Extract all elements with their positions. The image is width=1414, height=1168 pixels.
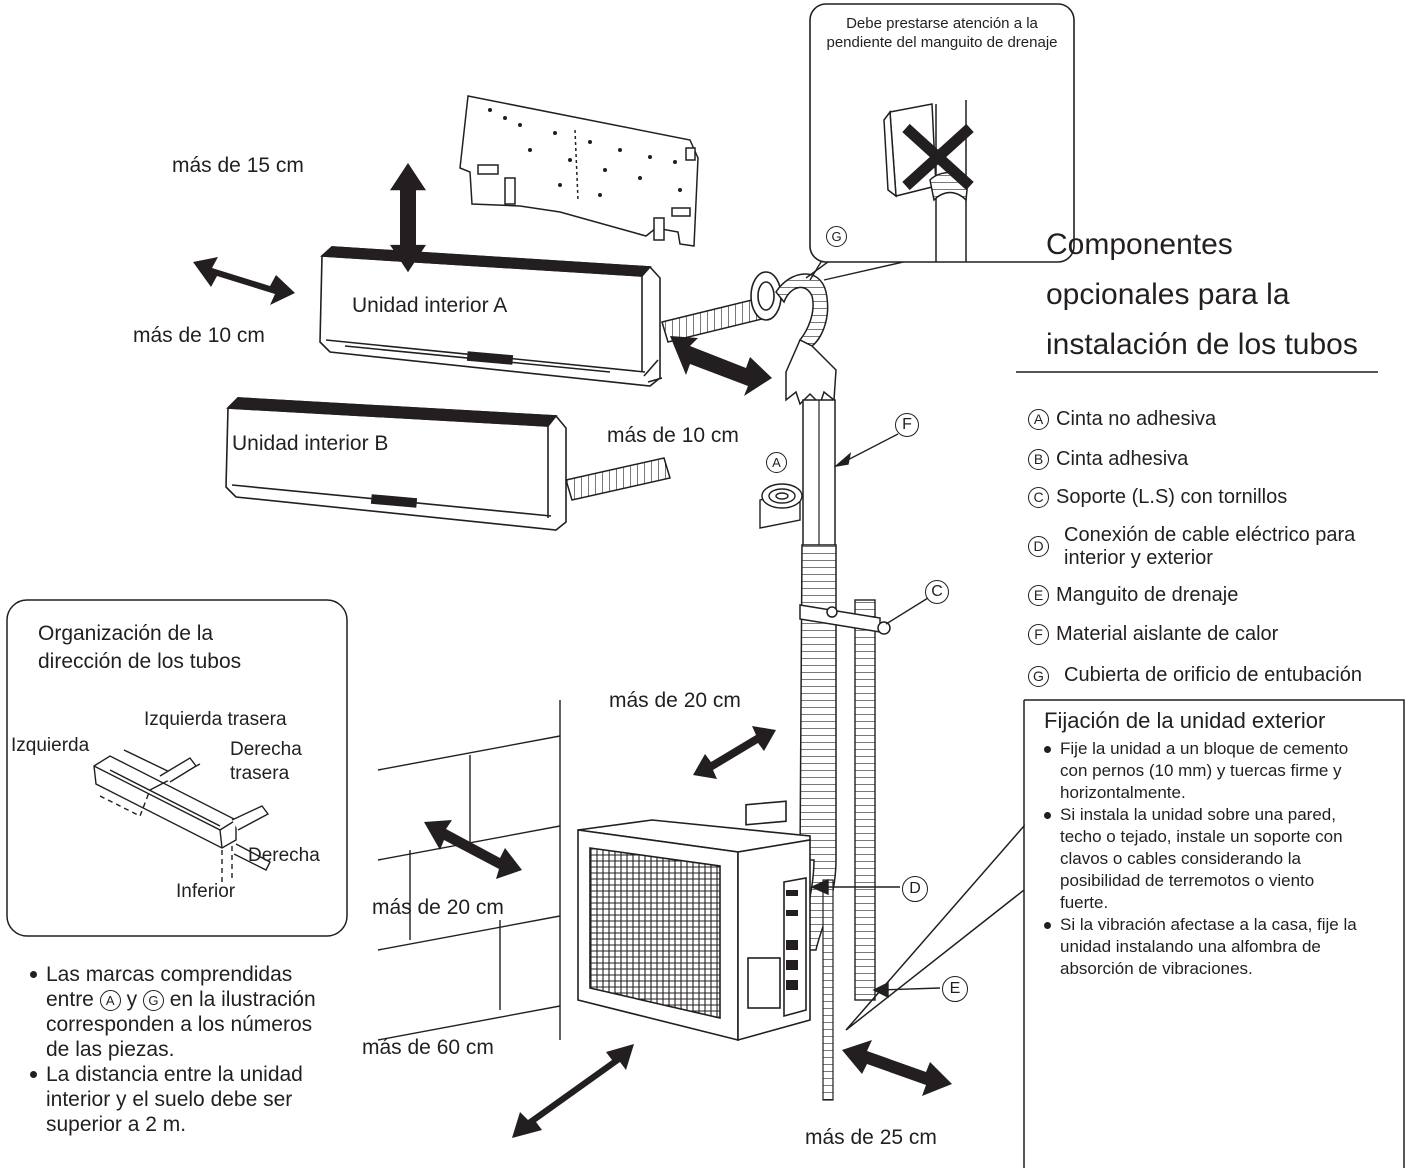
outdoor-fix-box: [845, 699, 1405, 1168]
note-marks: Las marcas comprendidas entre A y G en l…: [28, 962, 338, 1062]
wall-cover-g: [750, 271, 782, 321]
hose-bend: [775, 273, 829, 347]
outdoor-fix-item: Si instala la unidad sobre una pared, te…: [1042, 804, 1360, 914]
mark-icon: F: [1028, 624, 1049, 646]
mark-a-icon: A: [99, 990, 121, 1011]
bracket-c: [799, 604, 891, 635]
dir-right-label: Derecha: [248, 845, 320, 866]
spacing-unit-a-left-label: más de 10 cm: [133, 324, 265, 347]
arrow-a-right: [670, 336, 772, 396]
spacing-outdoor-front-label: más de 60 cm: [362, 1036, 494, 1059]
components-title-line-2: opcionales para la: [1046, 278, 1290, 311]
mounting-plate: [459, 95, 699, 247]
dir-left-label: Izquierda: [11, 735, 90, 756]
components-title-line-3: instalación de los tubos: [1046, 328, 1358, 361]
components-title-line-1: Componentes: [1046, 228, 1233, 261]
dir-bottom-label: Inferior: [176, 881, 236, 902]
callout-g: G: [826, 226, 847, 247]
arrow-outdoor-top: [693, 726, 776, 779]
arrow-outdoor-right: [842, 1040, 952, 1096]
arrow-top: [390, 163, 426, 273]
callout-f: F: [895, 413, 919, 437]
arrow-a-left: [193, 257, 295, 305]
spacing-outdoor-top-label: más de 20 cm: [609, 689, 741, 712]
mark-icon: G: [1028, 666, 1049, 687]
mark-icon: B: [1028, 449, 1049, 471]
mark-icon: E: [1028, 585, 1049, 607]
drain-note-bubble: [809, 3, 1075, 263]
callout-c: C: [925, 580, 949, 604]
indoor-unit-a-label: Unidad interior A: [352, 294, 508, 317]
dir-right-rear-label: Derecha trasera: [230, 739, 302, 784]
arrow-outdoor-left: [424, 820, 522, 879]
note-distance: La distancia entre la unidad interior y …: [28, 1062, 338, 1137]
mark-icon: C: [1028, 487, 1049, 509]
pipe-joint: [785, 338, 837, 406]
tape-roll-a: [759, 483, 803, 529]
callout-a: A: [766, 452, 787, 473]
mark-icon: A: [1028, 409, 1049, 431]
spacing-top-label: más de 15 cm: [172, 154, 304, 177]
outdoor-fix-item: Fije la unidad a un bloque de cemento co…: [1042, 738, 1360, 804]
brick-wall: [377, 700, 561, 1041]
drain-hose: [854, 599, 876, 1001]
outdoor-fix-item: Si la vibración afectase a la casa, fije…: [1042, 914, 1360, 980]
drain-note-text: Debe prestarse atención a la pendiente d…: [826, 15, 1058, 51]
spacing-outdoor-right-label: más de 25 cm: [805, 1126, 937, 1149]
callout-e: E: [942, 976, 968, 1002]
callout-d: D: [902, 876, 928, 902]
dir-left-rear-label: Izquierda trasera: [144, 709, 287, 730]
spacing-outdoor-left-label: más de 20 cm: [372, 896, 504, 919]
indoor-unit-b: [225, 397, 567, 531]
pipe-direction-sketch: [93, 749, 271, 882]
pipe-unit-a: [661, 297, 767, 343]
drain-note-illustration: [883, 100, 974, 262]
left-notes: Las marcas comprendidas entre A y G en l…: [28, 962, 338, 1137]
mark-icon: D: [1028, 536, 1049, 557]
pipe-unit-b: [565, 457, 671, 501]
outdoor-unit: [577, 800, 811, 1042]
arrow-outdoor-front: [512, 1044, 634, 1138]
outdoor-fix-list: Fije la unidad a un bloque de cemento co…: [1042, 738, 1360, 980]
pipe-direction-title: Organización de la dirección de los tubo…: [38, 622, 242, 673]
mark-g-icon: G: [142, 990, 164, 1011]
spacing-unit-a-right-label: más de 10 cm: [607, 424, 739, 447]
indoor-unit-b-label: Unidad interior B: [232, 432, 389, 455]
outdoor-fix-title: Fijación de la unidad exterior: [1044, 708, 1326, 733]
